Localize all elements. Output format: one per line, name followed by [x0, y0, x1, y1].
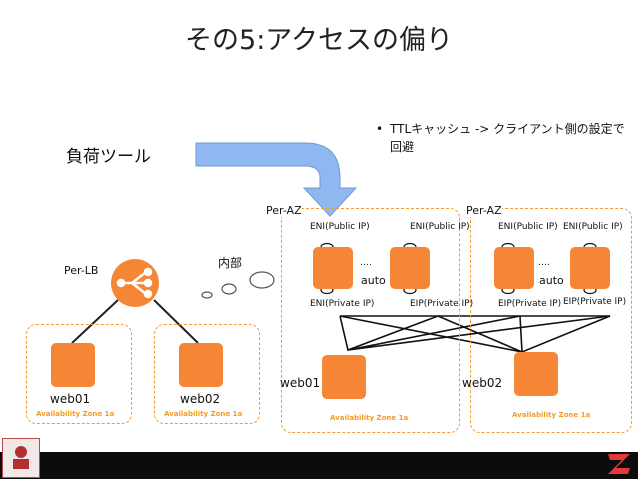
instance-icon-2 — [390, 247, 430, 289]
internal-label: 内部 — [218, 256, 243, 270]
per-az-label-2: Per-AZ — [466, 204, 502, 217]
thought-bubble-large — [249, 271, 275, 289]
footer-bar — [0, 452, 638, 479]
thought-bubble-medium — [221, 283, 237, 295]
ellipsis-label-1: …. — [360, 258, 372, 268]
availability-zone-left-2 — [154, 324, 260, 424]
instance-icon-1 — [313, 247, 353, 289]
ellipsis-label-2: …. — [538, 258, 550, 268]
web02-server-icon — [179, 343, 223, 387]
eip-private-label-2: EIP(Private IP) — [498, 299, 562, 309]
per-az-label-1: Per-AZ — [266, 204, 302, 217]
thought-bubble-small — [201, 291, 213, 299]
web02-label-az: web02 — [462, 376, 503, 390]
load-balancer-glyph — [116, 267, 153, 299]
page-title: その5:アクセスの偏り — [185, 25, 453, 56]
availability-zone-label-left-1: Availability Zone 1a — [36, 410, 115, 418]
seminar-logo-glyph — [13, 446, 29, 469]
eni-public-label-4: ENI(Public IP) — [563, 222, 623, 232]
per-lb-label: Per-LB — [64, 264, 99, 277]
eni-public-label-2: ENI(Public IP) — [410, 222, 470, 232]
instance-icon-4 — [570, 247, 610, 289]
eni-private-label-1: ENI(Private IP) — [310, 299, 375, 309]
bullet-dot: • — [376, 122, 384, 136]
web01-label-az: web01 — [280, 376, 321, 390]
instance-icon-3 — [494, 247, 534, 289]
web01-label-left: web01 — [50, 392, 91, 406]
web02-label-left: web02 — [180, 392, 221, 406]
per-az-zone-1 — [281, 208, 460, 433]
eni-public-label-3: ENI(Public IP) — [498, 222, 558, 232]
web01-az-server-icon — [322, 355, 366, 399]
auto-label-1: auto — [361, 274, 386, 287]
bullet-text: TTLキャッシュ -> クライアント側の設定で回避 — [390, 122, 625, 154]
availability-zone-label-az-1: Availability Zone 1a — [330, 414, 409, 422]
brand-logo-glyph — [608, 454, 630, 474]
web02-az-server-icon — [514, 352, 558, 396]
eip-private-label-1: EIP(Private IP) — [410, 299, 474, 309]
seminar-logo — [2, 438, 40, 478]
availability-zone-label-left-2: Availability Zone 1a — [164, 410, 243, 418]
load-tool-label: 負荷ツール — [66, 147, 151, 167]
eni-public-label-1: ENI(Public IP) — [310, 222, 370, 232]
eip-private-label-3: EIP(Private IP) — [563, 297, 627, 307]
per-az-zone-2 — [470, 208, 632, 433]
lb-link-web02 — [153, 299, 199, 344]
availability-zone-label-az-2: Availability Zone 1a — [512, 411, 591, 419]
lb-link-web01 — [71, 299, 119, 344]
cross-links — [339, 315, 611, 354]
brand-logo — [606, 450, 632, 476]
availability-zone-left-1 — [26, 324, 132, 424]
auto-label-2: auto — [539, 274, 564, 287]
load-arrow — [195, 142, 358, 217]
web01-server-icon — [51, 343, 95, 387]
